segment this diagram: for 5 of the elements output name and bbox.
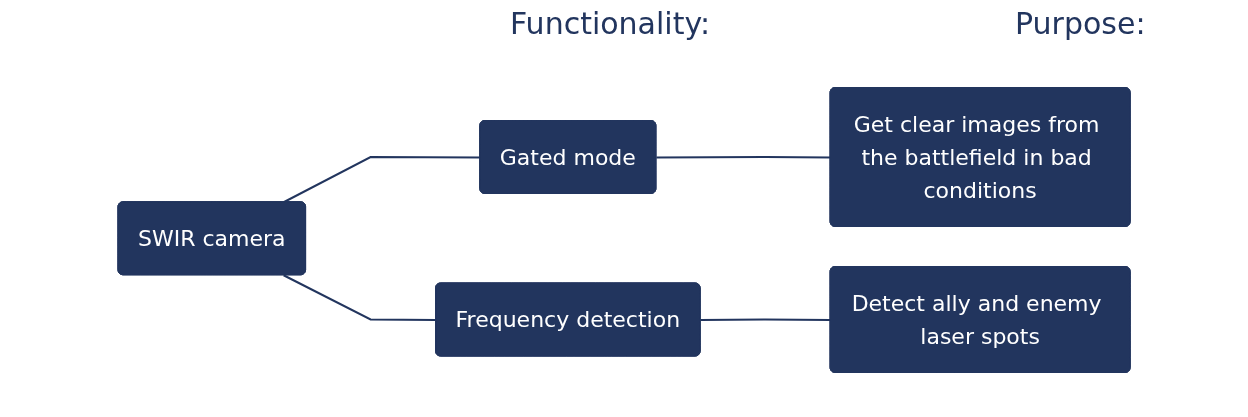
column-heading: Functionality:: [510, 6, 711, 41]
column-heading: Purpose:: [1015, 6, 1146, 41]
connector: [655, 156, 832, 159]
connector: [282, 274, 437, 321]
connector: [699, 318, 832, 321]
